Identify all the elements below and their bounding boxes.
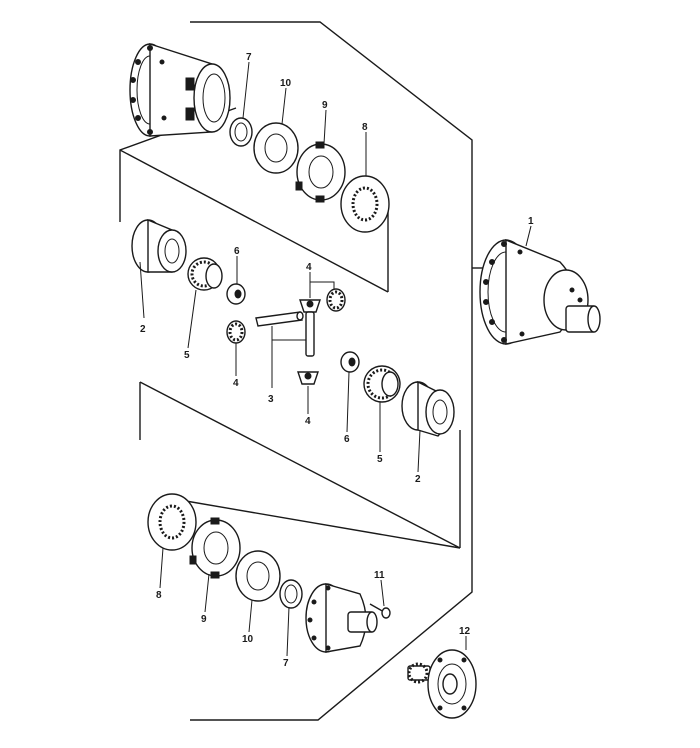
cross-shaft-3 [255,311,315,357]
bolt-11 [369,603,391,619]
lower-group-outline [139,381,461,549]
label-part-5-lower: 5 [377,454,383,465]
label-part-8-lower: 8 [156,590,162,601]
lower-washer-10 [235,550,281,602]
label-part-9-upper: 9 [322,100,328,111]
upper-plate-9 [295,141,346,203]
label-part-8-upper: 8 [362,122,368,133]
upper-housing-half [129,43,231,137]
label-part-4-left: 4 [233,378,239,389]
leader-lines [139,61,532,657]
label-part-6-lower: 6 [344,434,350,445]
upper-pressure-ring-2 [131,218,187,273]
label-part-9-lower: 9 [201,614,207,625]
label-part-5-upper: 5 [184,350,190,361]
pinion-4-left [226,320,246,344]
lower-plate-9 [189,517,241,579]
lower-pressure-ring-2 [401,380,455,437]
label-part-10-upper: 10 [280,78,292,89]
upper-side-gear-5 [187,257,223,291]
spacer-6-lower [340,351,360,373]
pinion-4-top-a [299,299,321,313]
label-part-4-top: 4 [306,262,312,273]
label-part-3: 3 [268,394,274,405]
lower-disc-8 [147,493,197,551]
lower-housing-cover [305,583,378,653]
spacer-6-upper [226,283,246,305]
label-part-7-upper: 7 [246,52,252,63]
lower-side-gear-5 [363,365,401,403]
pinion-4-bottom [297,371,319,385]
pinion-4-top-b [326,288,346,312]
label-part-4-bottom: 4 [305,416,311,427]
label-part-11: 11 [374,570,385,581]
lower-ring-7 [279,579,303,609]
upper-disc-8 [340,175,390,233]
label-part-2-upper: 2 [140,324,146,335]
upper-ring-7 [229,117,253,147]
label-part-1: 1 [528,216,534,227]
main-housing-part-1 [479,238,601,345]
label-part-12: 12 [459,626,471,637]
assembly-frame [190,21,484,721]
upper-washer-10 [253,122,299,174]
drive-flange-12 [407,649,477,719]
label-part-6-upper: 6 [234,246,240,257]
label-part-2-lower: 2 [415,474,421,485]
label-part-10-lower: 10 [242,634,254,645]
part-labels: 7 10 9 8 1 6 4 2 5 4 3 4 6 5 2 11 8 9 12… [140,52,534,669]
label-part-7-lower: 7 [283,658,289,669]
